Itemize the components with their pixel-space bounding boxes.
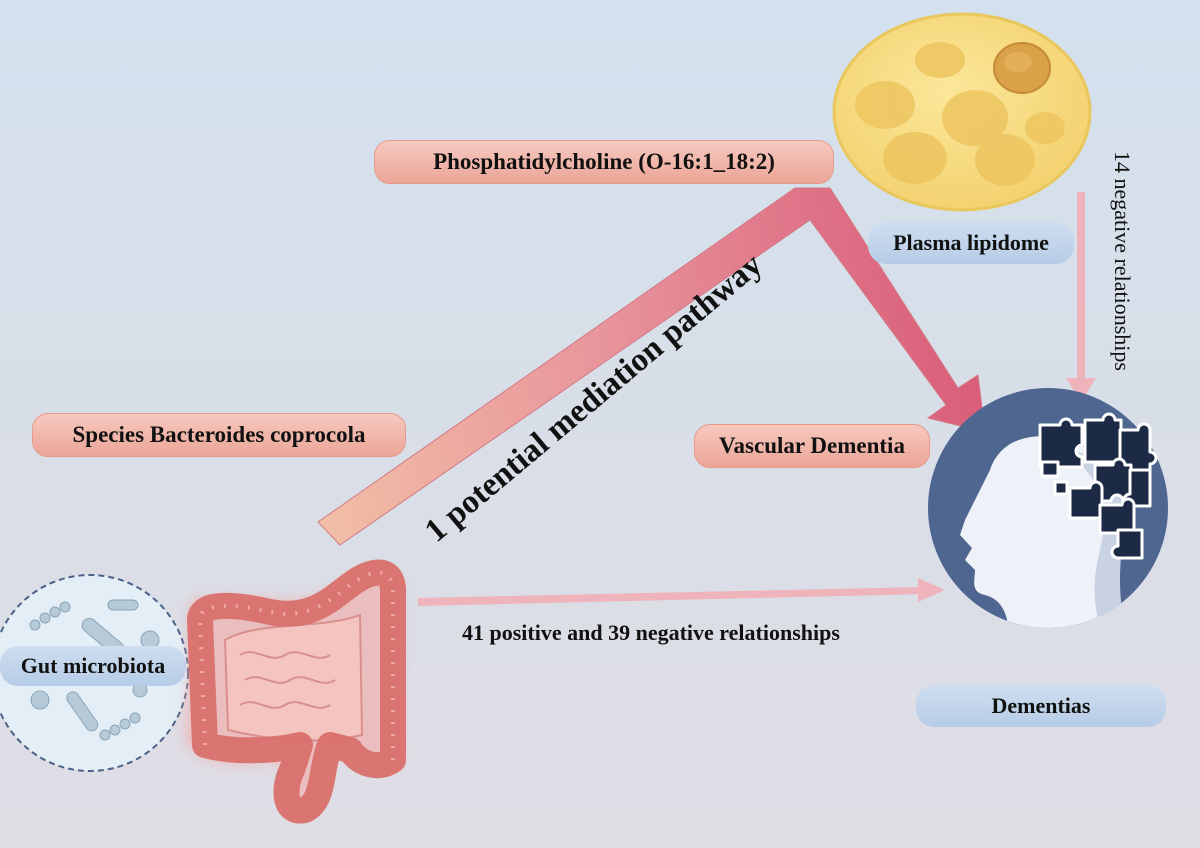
- plasma-cell-illustration: [832, 12, 1092, 212]
- gut-dementia-relationship-text: 41 positive and 39 negative relationship…: [462, 620, 840, 645]
- dementias-label: Dementias: [916, 685, 1166, 727]
- lipid-dementia-relationship-text: 14 negative relationships: [1109, 151, 1135, 371]
- head-puzzle-illustration: [928, 388, 1168, 628]
- intestine-illustration: [185, 559, 406, 824]
- vascular-dementia-label: Vascular Dementia: [694, 424, 930, 468]
- lipid-to-dementia-arrow: [1066, 192, 1096, 402]
- plasma-lipidome-label: Plasma lipidome: [868, 222, 1074, 264]
- lipid-label: Phosphatidylcholine (O-16:1_18:2): [374, 140, 834, 184]
- species-label: Species Bacteroides coprocola: [32, 413, 406, 457]
- gut-microbiota-label: Gut microbiota: [0, 646, 186, 686]
- gut-to-dementia-arrow: [418, 578, 945, 606]
